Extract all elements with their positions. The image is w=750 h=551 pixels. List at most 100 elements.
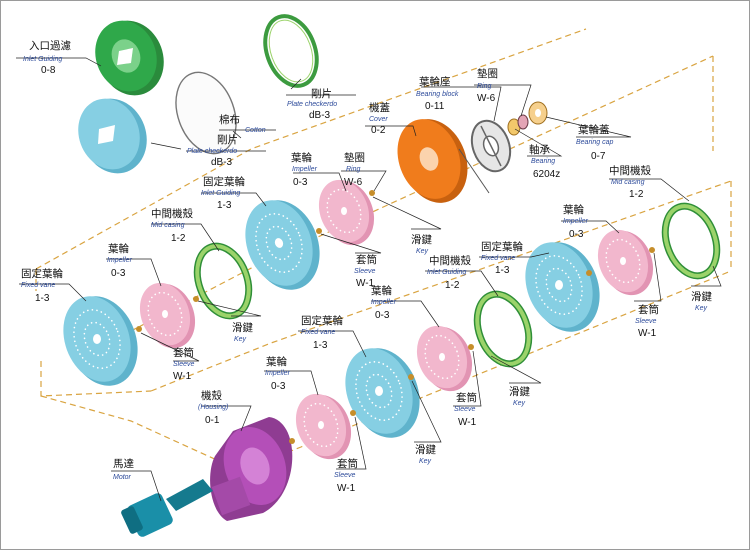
fixed-vane-d-en: Fixed vane [301, 329, 335, 336]
cotton-ring [175, 71, 237, 155]
motor-cn: 馬達 [113, 458, 134, 470]
impeller-r-cn: 葉輪 [563, 203, 584, 216]
impeller-disc-a [318, 179, 375, 246]
bearing-cap-code: 0-7 [591, 151, 606, 162]
sleeve-a-code: W-1 [356, 278, 375, 289]
housing-cn: 機殼 [201, 389, 222, 402]
key-c-en: Key [513, 400, 526, 407]
key-r-en: Key [695, 305, 708, 312]
sleeve-c-code: W-1 [458, 417, 477, 428]
sleeve-a-en: Sleeve [354, 268, 376, 275]
inlet-c-en: Inlet Guiding [427, 269, 466, 276]
ring-top-code: W-6 [477, 93, 496, 104]
key-c-cn: 滑鍵 [509, 385, 530, 398]
impeller-d-en: Impeller [265, 370, 291, 377]
impeller-b-code: 0-3 [111, 268, 126, 279]
assembly-axis-lines [35, 28, 732, 472]
key-b-cn: 滑鍵 [232, 321, 253, 334]
bearing-small [507, 114, 529, 136]
impeller-c-code: 0-3 [375, 310, 390, 321]
impeller-disc-b [139, 282, 196, 349]
motor-en: Motor [113, 474, 132, 481]
fixed-vane-b-en: Fixed vane [21, 282, 55, 289]
inlet-guide-cn: 入口過濾 [29, 39, 71, 52]
plate-left-en: Plate checkerdo [187, 148, 237, 155]
plate-left-code: dB-3 [211, 157, 233, 168]
bearing-block-code: 0-11 [425, 101, 445, 112]
bearing-cap-en: Bearing cap [576, 139, 613, 146]
inlet-a-code: 1-3 [217, 200, 232, 211]
inlet-guiding-ring-c [473, 290, 533, 368]
plate-checker-wheel-left [78, 98, 147, 174]
sleeve-r-cn: 套筒 [638, 303, 659, 316]
plate-top-en: Plate checkerdo [287, 101, 337, 108]
bearing-block-en: Bearing block [416, 91, 459, 98]
inlet-guiding-wheel [95, 20, 164, 96]
housing [210, 417, 293, 521]
sleeve-d-code: W-1 [337, 483, 356, 494]
inlet-c-cn: 中間機殼 [429, 254, 471, 267]
sleeve-b-code: W-1 [173, 371, 192, 382]
key-b-en: Key [234, 336, 247, 343]
ring-mid-cn: 墊圈 [344, 151, 365, 164]
bearing-en: Bearing [531, 158, 555, 165]
impeller-d-code: 0-3 [271, 381, 286, 392]
fixed-vane-disc-a [245, 200, 320, 290]
impeller-disc-c [416, 325, 473, 392]
fixed-vane-r-en: Fixed vane [481, 255, 515, 262]
plate-top-code: dB-3 [309, 110, 331, 121]
mid-casing-ring-a [193, 242, 253, 320]
mid-casing-r-code: 1-2 [629, 189, 644, 200]
fixed-vane-disc-right [525, 242, 600, 332]
cotton-en: Cotton [245, 127, 266, 134]
sleeve-d-en: Sleeve [334, 472, 356, 479]
impeller-b-cn: 葉輪 [108, 242, 129, 255]
bearing-cap [528, 101, 548, 125]
ring-mid-code: W-6 [344, 177, 363, 188]
impeller-c-en: Impeller [371, 299, 397, 306]
ring-mid-en: Ring [346, 166, 361, 173]
bearing-cn: 軸承 [529, 143, 550, 156]
sleeve-d-cn: 套筒 [337, 457, 358, 470]
fixed-vane-r-cn: 固定葉輪 [481, 240, 523, 253]
inlet-c-code: 1-2 [445, 280, 460, 291]
plate-checker-ring-top [263, 14, 319, 88]
impeller-b-en: Impeller [107, 257, 133, 264]
leader-lines [16, 57, 722, 502]
bearing-code: 6204z [533, 169, 560, 180]
housing-code: 0-1 [205, 415, 220, 426]
motor [121, 479, 213, 537]
fixed-vane-r-code: 1-3 [495, 265, 510, 276]
inlet-a-cn: 固定葉輪 [203, 175, 245, 188]
bearing-block [470, 119, 512, 173]
mid-casing-a-en: Mid casing [151, 222, 185, 229]
inlet-guide-code: 0-8 [41, 65, 56, 76]
sleeve-c-cn: 套筒 [456, 391, 477, 404]
impeller-d-cn: 葉輪 [266, 355, 287, 368]
mid-casing-r-en: Mid casing [611, 179, 645, 186]
housing-en: (Housing) [198, 404, 228, 411]
fixed-vane-disc-b [63, 296, 138, 386]
key-a-en: Key [416, 248, 429, 255]
cover-plate [397, 119, 490, 203]
inlet-guide-en: Inlet Guiding [23, 56, 62, 63]
key-d-en: Key [419, 458, 432, 465]
fixed-vane-disc-d [345, 348, 420, 438]
impeller-a-cn: 葉輪 [291, 151, 312, 164]
bearing-block-cn: 葉輪座 [419, 75, 451, 88]
ring-top-cn: 墊圈 [477, 67, 498, 80]
impeller-c-cn: 葉輪 [371, 284, 392, 297]
impeller-disc-d [295, 393, 352, 460]
impeller-r-en: Impeller [563, 218, 589, 225]
fixed-vane-b-code: 1-3 [35, 293, 50, 304]
impeller-a-en: Impeller [292, 166, 318, 173]
impeller-r-code: 0-3 [569, 229, 584, 240]
sleeve-b-en: Sleeve [173, 361, 195, 368]
plate-left-cn: 剛片 [217, 133, 238, 146]
cover-en: Cover [369, 116, 388, 123]
mid-casing-r-cn: 中間機殼 [609, 164, 651, 177]
small-keys-sleeves [136, 190, 655, 444]
sleeve-r-code: W-1 [638, 328, 657, 339]
